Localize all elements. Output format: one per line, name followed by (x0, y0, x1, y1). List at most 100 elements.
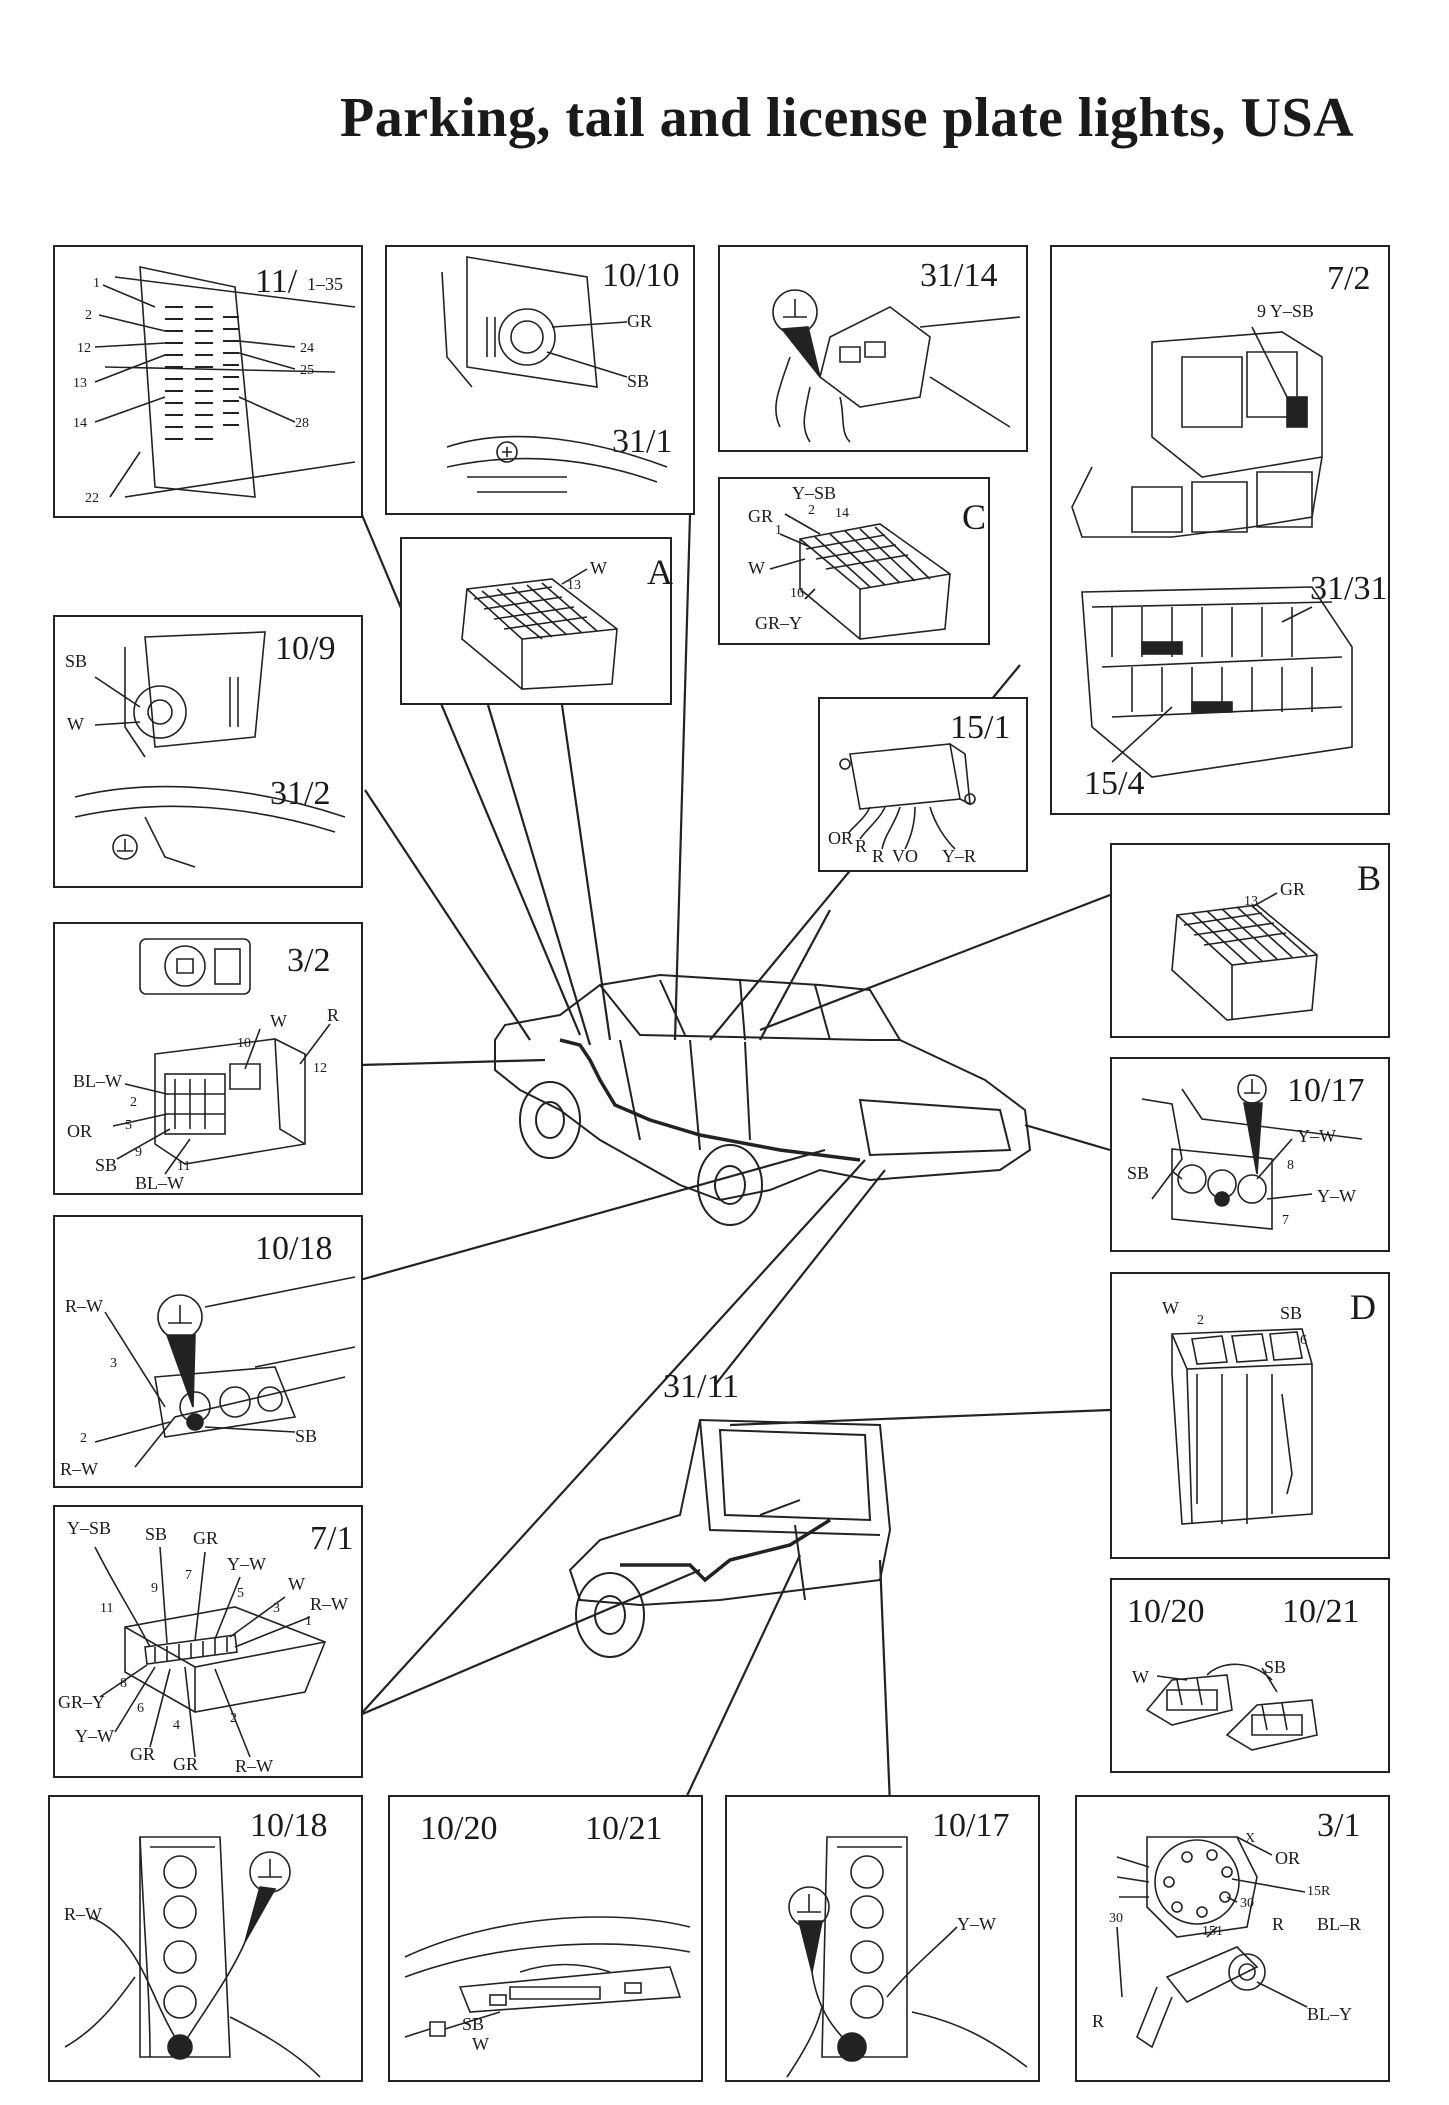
pin-2: 2 (130, 1095, 137, 1110)
leader-lines (359, 514, 1111, 1806)
panel-ref: 10/18 (250, 1807, 328, 1844)
wire-r-w: R–W (310, 1594, 348, 1614)
panel-ref: 10/10 (602, 257, 680, 294)
pin-13: 13 (73, 376, 87, 391)
panel-light-switch: 3/2 W R BL–W OR SB BL–W 10 12 2 5 9 11 (53, 922, 363, 1195)
wire-sb: SB (145, 1524, 168, 1544)
panel-connector-d: D W SB 2 6 (1110, 1272, 1390, 1559)
pin-1: 1 (775, 523, 782, 538)
pin-2: 2 (1197, 1313, 1204, 1328)
panel-license-plate-lights-right: 10/20 10/21 W SB (1110, 1578, 1390, 1773)
license-light-illustration (1145, 1663, 1318, 1751)
pin-2: 2 (230, 1711, 237, 1726)
panel-tail-light-left: 10/18 R–W R–W SB 3 2 (53, 1215, 363, 1488)
pin-9: 9 (151, 1581, 158, 1596)
panel-ref-2: 10/21 (1282, 1593, 1360, 1630)
parking-light-illustration (441, 256, 668, 493)
fuse-box-illustration (94, 265, 356, 498)
label-15r: 15R (1307, 1884, 1331, 1899)
panel-ref-range: 1–35 (307, 274, 343, 294)
wire-r-2: R (872, 846, 885, 866)
panel-tail-light-wagon-right: 10/17 Y–W (725, 1795, 1040, 2082)
wire-or: OR (1275, 1848, 1301, 1868)
panel-ref-ground: 31/2 (270, 775, 331, 812)
wire-r: R (327, 1005, 340, 1025)
wire-vo: VO (892, 846, 918, 866)
wire-sb: SB (1264, 1657, 1287, 1677)
panel-ref: D (1350, 1287, 1376, 1327)
panel-tail-light-right: 10/17 Y–W SB Y–W 8 7 (1110, 1057, 1390, 1252)
pin-2: 2 (85, 308, 92, 323)
pin-11: 11 (100, 1601, 114, 1616)
module-illustration (839, 743, 976, 850)
panel-parking-light-front-right: 10/9 31/2 SB W (53, 615, 363, 888)
wire-r-2: R (1092, 2011, 1105, 2031)
pin-2: 2 (808, 503, 815, 518)
panel-ref-15-4: 15/4 (1084, 765, 1145, 802)
wire-gr: GR (627, 311, 653, 331)
panel-ref: 10/20 (420, 1810, 498, 1847)
wire-w: W (1132, 1667, 1149, 1687)
panel-ref: 10/9 (275, 630, 336, 667)
tail-light-illustration (64, 1836, 321, 2078)
pin-5: 5 (237, 1586, 244, 1601)
wire-bl-r: BL–R (1317, 1914, 1362, 1934)
wire-sb: SB (1127, 1163, 1150, 1183)
panel-ref: 15/1 (950, 709, 1011, 746)
wire-y-sb: Y–SB (67, 1518, 112, 1538)
wire-r: R (855, 836, 868, 856)
wagon-drawing (568, 1418, 892, 1658)
wire-sb: SB (1280, 1303, 1303, 1323)
wire-sb: SB (627, 371, 650, 391)
panel-connector-b: B 13 GR (1110, 843, 1390, 1038)
panel-ref: 10/17 (932, 1807, 1010, 1844)
panel-relay-7-1: 7/1 Y–SB SB GR Y–W W R–W GR–Y Y–W GR GR … (53, 1505, 363, 1778)
pin-2: 2 (80, 1431, 87, 1446)
wire-bl-y: BL–Y (1307, 2004, 1352, 2024)
pin-3: 3 (273, 1601, 280, 1616)
relay-label: 9 Y–SB (1257, 301, 1314, 321)
pin-7: 7 (185, 1568, 192, 1583)
panel-ref: B (1357, 858, 1382, 898)
panel-ref: 7/1 (310, 1520, 354, 1557)
pin-28: 28 (295, 416, 309, 431)
light-switch-illustration (112, 938, 331, 1175)
wire-bl-w: BL–W (73, 1071, 122, 1091)
wire-w: W (270, 1011, 287, 1031)
wire-w: W (1162, 1298, 1179, 1318)
ground-ref-31-11: 31/11 (663, 1368, 740, 1405)
panel-ref: 7/2 (1327, 260, 1371, 297)
pin-22: 22 (85, 491, 99, 506)
pin-8: 8 (1287, 1158, 1294, 1173)
pin-13: 13 (567, 578, 581, 593)
panel-connector-c: C Y–SB GR W GR–Y 2 1 14 16 (718, 477, 990, 645)
relay-illustration (94, 1546, 327, 1758)
wire-gr: GR (193, 1528, 219, 1548)
pin-6: 6 (137, 1701, 144, 1716)
connector-b-illustration (1171, 892, 1318, 1021)
pin-25: 25 (300, 363, 314, 378)
page-title: Parking, tail and license plate lights, … (340, 87, 1355, 149)
wire-gr: GR (748, 506, 774, 526)
wire-r: R (1272, 1914, 1285, 1934)
relay-box-illustration (1071, 326, 1353, 778)
panel-ref: 10/18 (255, 1230, 333, 1267)
sedan-drawing (494, 973, 1032, 1226)
wire-y-sb: Y–SB (792, 483, 837, 503)
wire-w: W (288, 1574, 305, 1594)
panel-ref-31-31: 31/31 (1310, 570, 1388, 607)
wire-y-r: Y–R (942, 846, 977, 866)
pin-6: 6 (1300, 1333, 1307, 1348)
pin-14: 14 (73, 416, 87, 431)
pin-1: 1 (305, 1614, 312, 1629)
wire-r-w: R–W (65, 1296, 103, 1316)
connector-d-illustration (1171, 1328, 1313, 1525)
license-light-illustration (404, 1916, 691, 2038)
tail-light-illustration (1141, 1074, 1363, 1230)
wire-y-w-2: Y–W (75, 1726, 114, 1746)
panel-license-plate-lights-wagon: 10/20 10/21 SB W (388, 1795, 703, 2082)
tail-light-illustration (786, 1836, 1028, 2078)
wire-bl-w-2: BL–W (135, 1173, 184, 1193)
panel-ref: 31/14 (920, 257, 998, 294)
